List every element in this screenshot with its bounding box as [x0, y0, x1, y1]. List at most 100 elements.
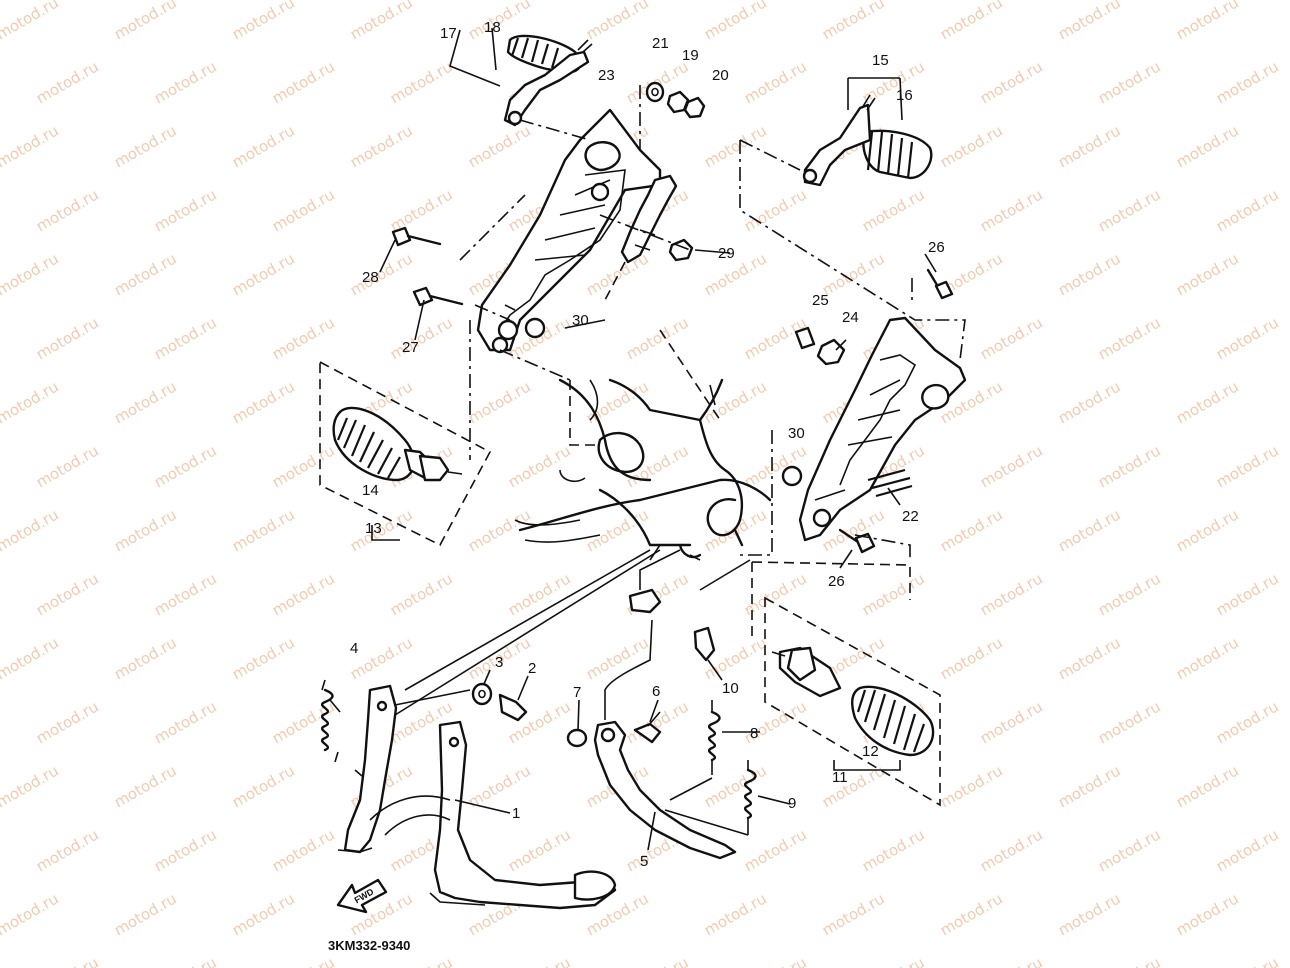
- side-stand: [593, 588, 737, 860]
- callout-8: 8: [750, 725, 758, 742]
- watermark-text: motod.ru: [33, 313, 102, 363]
- watermark-text: motod.ru: [1055, 889, 1124, 939]
- watermark-text: motod.ru: [859, 185, 928, 235]
- callout-3: 3: [495, 654, 503, 671]
- left-footrest-bracket: [476, 108, 662, 354]
- watermark-text: motod.ru: [111, 0, 180, 43]
- rider-footrest-left: [503, 34, 593, 127]
- watermark-text: motod.ru: [33, 697, 102, 747]
- watermark-text: motod.ru: [269, 569, 338, 619]
- watermark-text: motod.ru: [1055, 0, 1124, 43]
- callout-16: 16: [896, 87, 913, 104]
- watermark-text: motod.ru: [937, 761, 1006, 811]
- watermark-text: motod.ru: [1095, 441, 1164, 491]
- watermark-text: motod.ru: [977, 57, 1046, 107]
- forward-direction-arrow: FWD: [336, 878, 388, 914]
- watermark-text: motod.ru: [623, 953, 692, 968]
- callout-29: 29: [718, 245, 735, 262]
- watermark-text: motod.ru: [1173, 505, 1242, 555]
- watermark-text: motod.ru: [1095, 57, 1164, 107]
- watermark-text: motod.ru: [0, 0, 62, 43]
- watermark-text: motod.ru: [465, 121, 534, 171]
- watermark-text: motod.ru: [151, 313, 220, 363]
- watermark-text: motod.ru: [229, 505, 298, 555]
- watermark-text: motod.ru: [977, 441, 1046, 491]
- watermark-text: motod.ru: [1213, 825, 1282, 875]
- watermark-text: motod.ru: [151, 697, 220, 747]
- callout-17: 17: [440, 25, 457, 42]
- callout-30: 30: [788, 425, 805, 442]
- watermark-text: motod.ru: [1095, 953, 1164, 968]
- watermark-text: motod.ru: [1095, 697, 1164, 747]
- watermark-text: motod.ru: [151, 825, 220, 875]
- watermark-text: motod.ru: [111, 633, 180, 683]
- watermark-text: motod.ru: [387, 569, 456, 619]
- callout-10: 10: [722, 680, 739, 697]
- watermark-text: motod.ru: [151, 569, 220, 619]
- watermark-text: motod.ru: [1095, 825, 1164, 875]
- watermark-text: motod.ru: [1055, 249, 1124, 299]
- watermark-text: motod.ru: [977, 313, 1046, 363]
- watermark-text: motod.ru: [1173, 249, 1242, 299]
- watermark-text: motod.ru: [269, 313, 338, 363]
- watermark-text: motod.ru: [229, 121, 298, 171]
- watermark-text: motod.ru: [701, 121, 770, 171]
- watermark-text: motod.ru: [269, 57, 338, 107]
- watermark-text: motod.ru: [937, 633, 1006, 683]
- watermark-text: motod.ru: [111, 377, 180, 427]
- watermark-text: motod.ru: [623, 313, 692, 363]
- callout-25: 25: [812, 292, 829, 309]
- watermark-text: motod.ru: [229, 249, 298, 299]
- watermark-text: motod.ru: [229, 889, 298, 939]
- watermark-text: motod.ru: [859, 569, 928, 619]
- watermark-text: motod.ru: [151, 57, 220, 107]
- callout-23: 23: [598, 67, 615, 84]
- frame-section: [514, 329, 772, 559]
- watermark-text: motod.ru: [269, 825, 338, 875]
- watermark-text: motod.ru: [937, 889, 1006, 939]
- watermark-text: motod.ru: [33, 569, 102, 619]
- watermark-text: motod.ru: [937, 0, 1006, 43]
- callout-21: 21: [652, 35, 669, 52]
- watermark-text: motod.ru: [583, 633, 652, 683]
- watermark-text: motod.ru: [1213, 697, 1282, 747]
- watermark-text: motod.ru: [387, 57, 456, 107]
- watermark-text: motod.ru: [1173, 0, 1242, 43]
- watermark-text: motod.ru: [465, 377, 534, 427]
- watermark-text: motod.ru: [859, 825, 928, 875]
- watermark-text: motod.ru: [151, 441, 220, 491]
- watermark-text: motod.ru: [623, 697, 692, 747]
- callout-2: 2: [528, 660, 536, 677]
- watermark-text: motod.ru: [1095, 313, 1164, 363]
- watermark-text: motod.ru: [269, 953, 338, 968]
- watermark-text: motod.ru: [977, 569, 1046, 619]
- callout-15: 15: [872, 52, 889, 69]
- watermark-text: motod.ru: [0, 889, 62, 939]
- watermark-text: motod.ru: [701, 0, 770, 43]
- watermark-text: motod.ru: [583, 505, 652, 555]
- spring-9: [743, 760, 757, 835]
- watermark-text: motod.ru: [111, 249, 180, 299]
- main-stand: [337, 684, 617, 910]
- watermark-text: motod.ru: [1055, 505, 1124, 555]
- leader-lines: [319, 27, 966, 851]
- watermark-text: motod.ru: [505, 953, 574, 968]
- watermark-text: motod.ru: [111, 121, 180, 171]
- watermark-text: motod.ru: [269, 185, 338, 235]
- watermark-text: motod.ru: [0, 761, 62, 811]
- watermark-text: motod.ru: [1173, 377, 1242, 427]
- watermark-text: motod.ru: [1095, 569, 1164, 619]
- watermark-text: motod.ru: [347, 0, 416, 43]
- watermark-text: motod.ru: [583, 0, 652, 43]
- spring-8: [707, 700, 721, 775]
- brake-switch-part: [604, 174, 678, 301]
- callout-14: 14: [362, 482, 379, 499]
- watermark-text: motod.ru: [623, 441, 692, 491]
- watermark-text: motod.ru: [741, 953, 810, 968]
- watermark-text: motod.ru: [387, 185, 456, 235]
- callout-26: 26: [928, 239, 945, 256]
- watermark-text: motod.ru: [0, 121, 62, 171]
- watermark-text: motod.ru: [465, 505, 534, 555]
- watermark-text: motod.ru: [1213, 57, 1282, 107]
